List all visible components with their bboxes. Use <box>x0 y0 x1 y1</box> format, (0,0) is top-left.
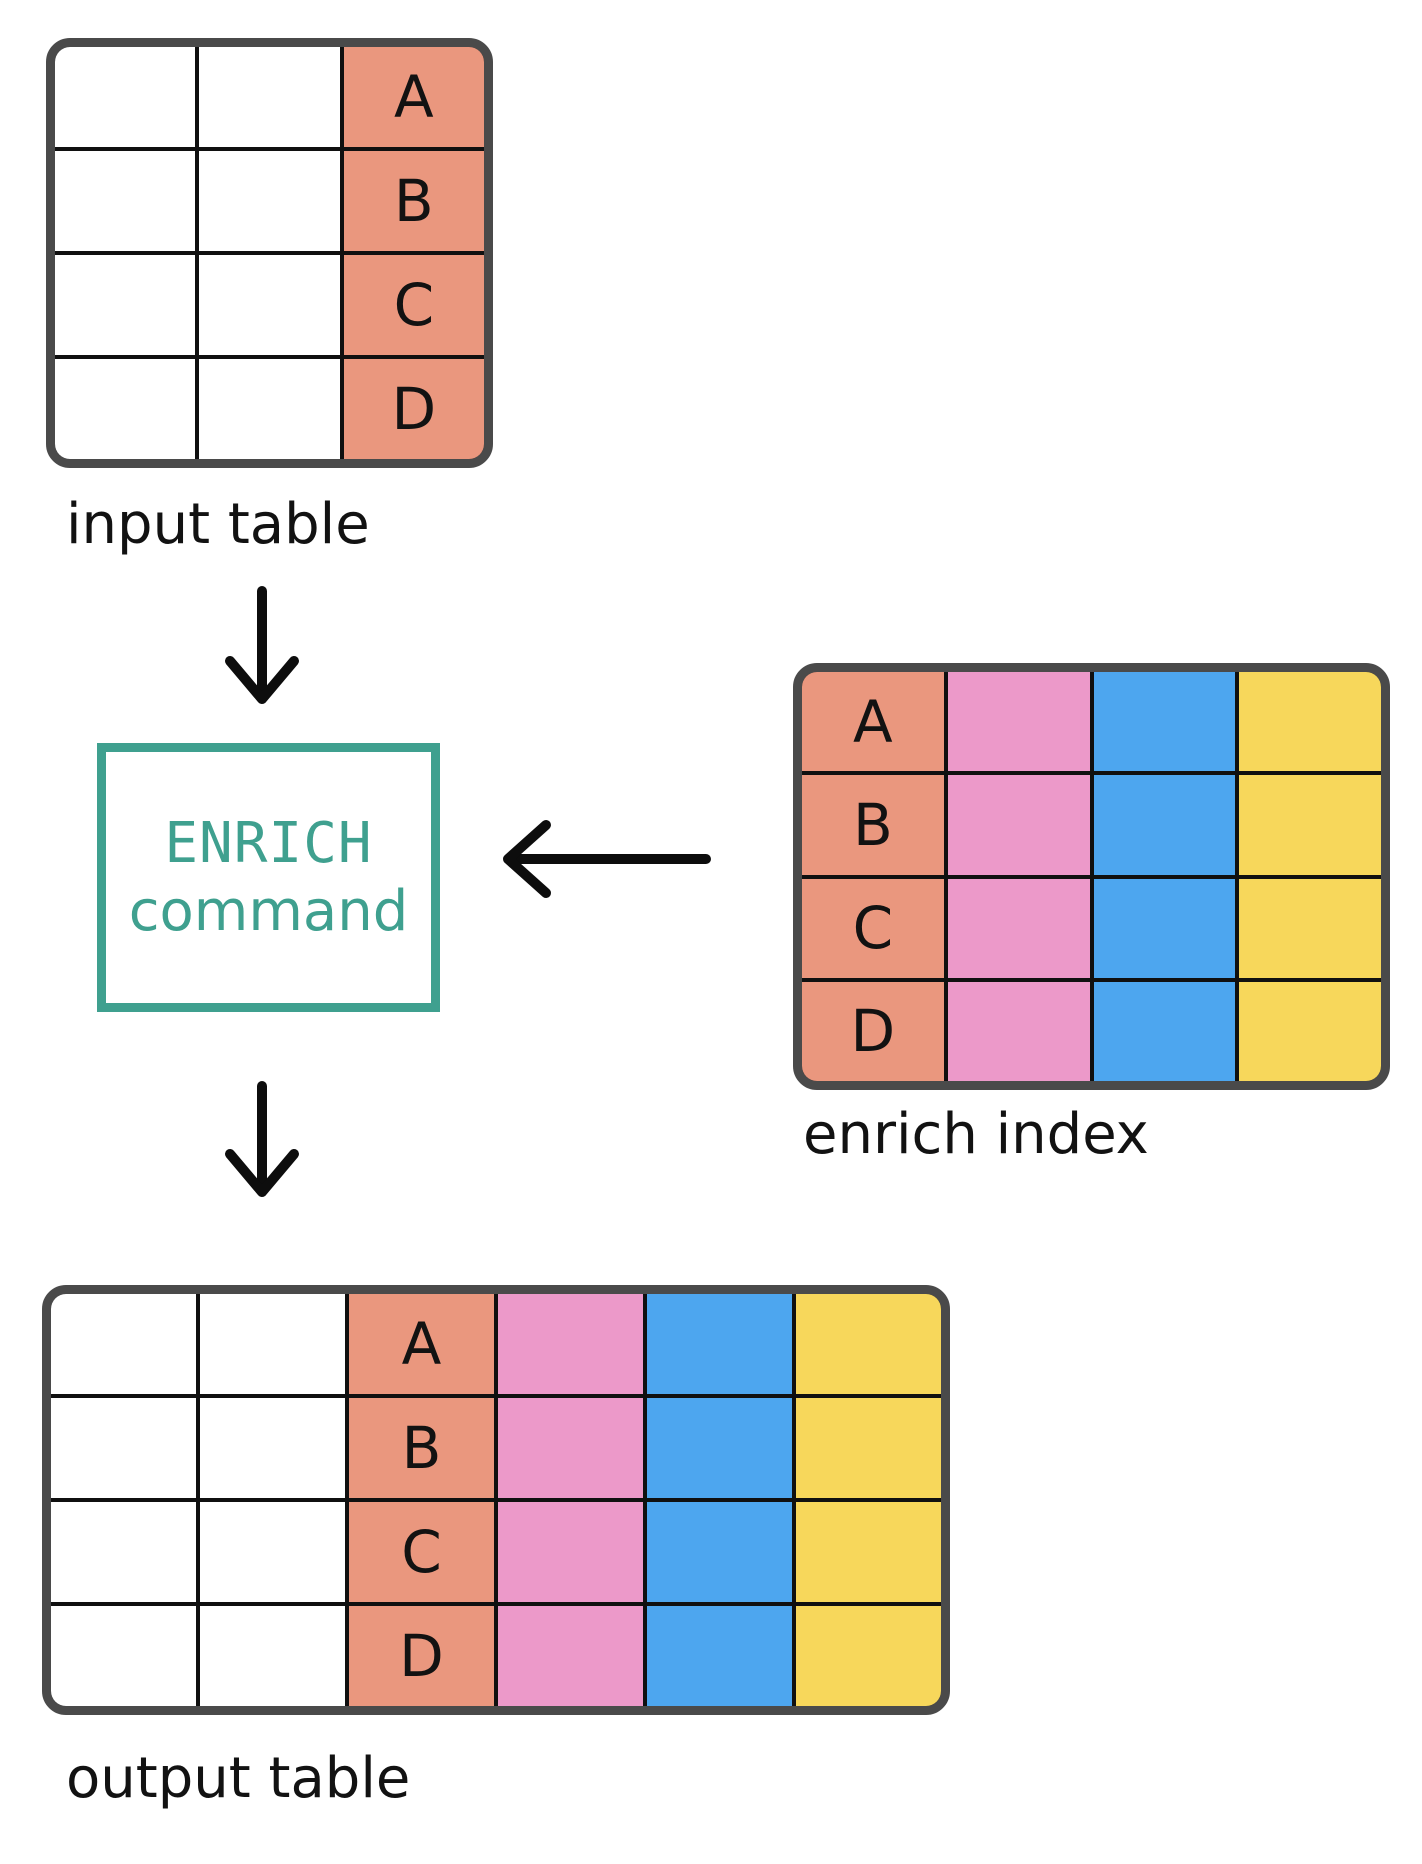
enrich-index-cell <box>1239 878 1381 978</box>
key-letter: A <box>393 63 434 131</box>
enrich-index-cell <box>1093 672 1236 772</box>
arrow-down-input-to-enrich-icon <box>225 586 299 704</box>
input-table-key-cell: A <box>343 47 484 147</box>
input-table-label: input table <box>66 492 370 557</box>
input-table: A B C D <box>46 38 493 468</box>
enrich-command-name: ENRICH <box>164 810 373 876</box>
key-letter: A <box>853 687 893 756</box>
output-table: A B C D <box>42 1285 950 1715</box>
enrich-index-cell <box>1239 981 1381 1081</box>
input-table-cell <box>55 151 196 251</box>
input-table-cell <box>55 47 196 147</box>
input-table-key-cell: D <box>343 359 484 459</box>
output-table-key-cell: C <box>349 1502 494 1602</box>
enrich-index-key-cell: D <box>802 981 944 1081</box>
output-table-cell <box>647 1502 792 1602</box>
key-letter: D <box>391 375 437 443</box>
enrich-index-cell <box>947 878 1090 978</box>
input-table-cell <box>55 255 196 355</box>
output-table-cell <box>796 1294 941 1394</box>
enrich-index-key-cell: C <box>802 878 944 978</box>
key-letter: B <box>393 167 434 235</box>
output-table-cell <box>647 1606 792 1706</box>
output-table-cell <box>51 1294 196 1394</box>
output-table-cell <box>796 1606 941 1706</box>
output-table-key-cell: A <box>349 1294 494 1394</box>
output-table-cell <box>200 1502 345 1602</box>
enrich-index-key-cell: A <box>802 672 944 772</box>
key-letter: C <box>393 271 435 339</box>
output-table-key-cell: D <box>349 1606 494 1706</box>
enrich-index-key-cell: B <box>802 775 944 875</box>
input-table-cell <box>55 359 196 459</box>
enrich-index-cell <box>1093 981 1236 1081</box>
key-letter: D <box>850 997 896 1066</box>
key-letter: C <box>852 894 894 963</box>
key-letter: B <box>852 790 893 859</box>
output-table-cell <box>498 1502 643 1602</box>
output-table-cell <box>647 1294 792 1394</box>
output-table-cell <box>796 1502 941 1602</box>
arrow-down-enrich-to-output-icon <box>225 1081 299 1197</box>
output-table-cell <box>498 1398 643 1498</box>
input-table-cell <box>199 151 340 251</box>
enrich-index-table: A B C D <box>793 663 1390 1090</box>
input-table-key-cell: C <box>343 255 484 355</box>
enrich-command-box: ENRICH command <box>97 743 440 1012</box>
enrich-index-cell <box>947 981 1090 1081</box>
enrich-index-cell <box>1239 672 1381 772</box>
enrich-command-word: command <box>128 878 409 944</box>
output-table-cell <box>51 1398 196 1498</box>
output-table-cell <box>796 1398 941 1498</box>
output-table-cell <box>51 1502 196 1602</box>
input-table-cell <box>199 359 340 459</box>
output-table-cell <box>498 1294 643 1394</box>
output-table-label: output table <box>66 1746 411 1811</box>
input-table-cell <box>199 47 340 147</box>
key-letter: D <box>399 1622 444 1690</box>
output-table-cell <box>200 1398 345 1498</box>
enrich-index-cell <box>1093 878 1236 978</box>
output-table-cell <box>200 1294 345 1394</box>
input-table-cell <box>199 255 340 355</box>
enrich-index-label: enrich index <box>803 1102 1149 1167</box>
enrich-index-cell <box>1239 775 1381 875</box>
key-letter: C <box>401 1518 442 1586</box>
arrow-left-index-to-enrich-icon <box>503 820 711 898</box>
key-letter: A <box>401 1310 442 1378</box>
input-table-key-cell: B <box>343 151 484 251</box>
output-table-cell <box>498 1606 643 1706</box>
output-table-cell <box>51 1606 196 1706</box>
enrich-index-cell <box>947 672 1090 772</box>
key-letter: B <box>401 1414 442 1482</box>
output-table-key-cell: B <box>349 1398 494 1498</box>
output-table-cell <box>200 1606 345 1706</box>
output-table-cell <box>647 1398 792 1498</box>
enrich-index-cell <box>1093 775 1236 875</box>
enrich-index-cell <box>947 775 1090 875</box>
